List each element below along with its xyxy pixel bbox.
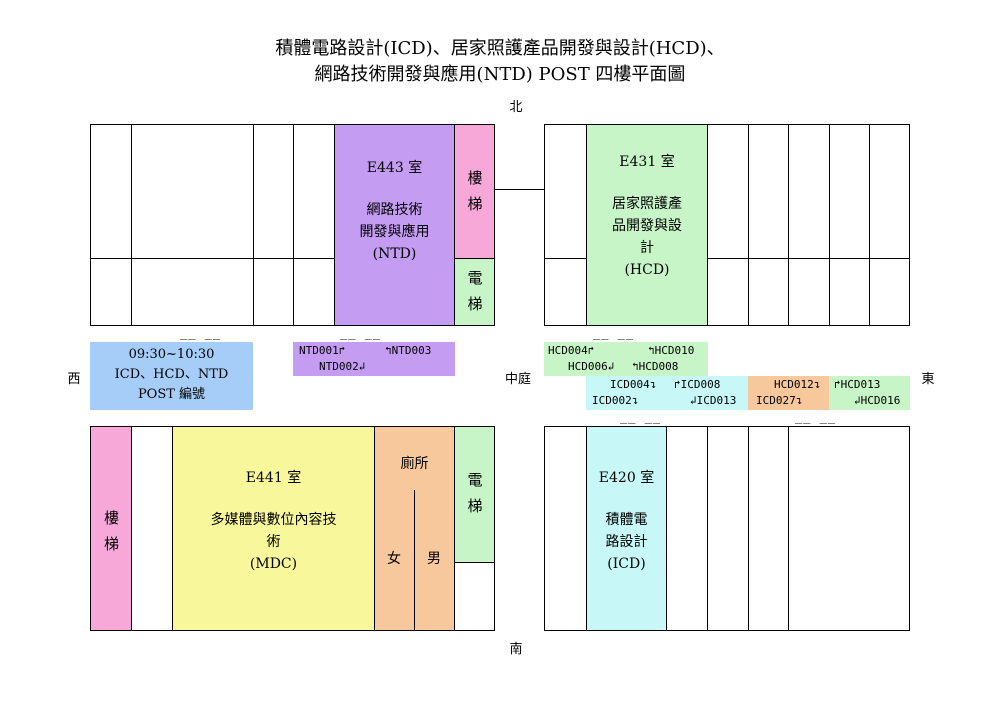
room-cell <box>869 124 910 326</box>
poster-label: ICD004↴ <box>610 378 657 391</box>
room-e431[interactable]: E431 室 居家照護產 品開發與設 計 (HCD) <box>586 124 708 326</box>
room-e420-line3: (ICD) <box>607 556 646 572</box>
stairs-south-label: 樓梯 <box>104 509 120 553</box>
elevator-south: 電梯 <box>454 426 495 563</box>
room-e431-line4: (HCD) <box>624 262 670 278</box>
west-label: 西 <box>67 372 81 387</box>
schedule-box: 09:30~10:30 ICD、HCD、NTD POST 編號 <box>90 342 253 410</box>
room-cell <box>788 124 830 326</box>
poster-label: ↰HCD010 <box>648 344 695 357</box>
room-cell <box>293 124 335 326</box>
room-e441-number: E441 室 <box>245 470 302 486</box>
door-marks: __ __ <box>340 326 382 340</box>
poster-label: HCD004↱ <box>548 344 595 357</box>
door-marks: __ __ <box>593 326 635 340</box>
stairs-south: 樓梯 <box>90 426 132 631</box>
icd-poster-band: ICD004↴ ↱ICD008 ICD002↴ ↲ICD013 <box>586 376 748 410</box>
room-e443-line2: 開發與應用 <box>359 224 430 240</box>
room-cell <box>748 124 789 326</box>
hcd-orange-poster-band <box>748 376 829 410</box>
poster-label: NTD001↱ <box>299 344 346 357</box>
room-cell <box>131 426 173 631</box>
room-e441-line3: (MDC) <box>249 556 298 572</box>
room-e443-number: E443 室 <box>366 160 423 176</box>
room-cell <box>454 562 495 631</box>
door-marks: __ __ <box>180 326 222 340</box>
room-e420-line2: 路設計 <box>605 534 648 550</box>
room-e420-number: E420 室 <box>598 470 655 486</box>
room-cell <box>253 124 294 326</box>
room-e431-line2: 品開發與設 <box>612 218 682 234</box>
poster-label: HCD006↲ <box>568 360 615 373</box>
room-e431-number: E431 室 <box>619 154 675 170</box>
room-e420[interactable]: E420 室 積體電 路設計 (ICD) <box>586 426 667 631</box>
poster-label: ICD002↴ <box>592 394 639 407</box>
title-line-2: 網路技術開發與應用(NTD) POST 四樓平面圖 <box>314 64 686 85</box>
room-cell <box>788 426 910 631</box>
room-cell <box>707 124 749 326</box>
room-cell <box>544 426 587 631</box>
poster-label: ↱ICD008 <box>674 378 721 391</box>
room-cell <box>707 426 749 631</box>
ntd-poster-band: NTD001↱ ↰NTD003 NTD002↲ <box>293 342 455 376</box>
male-label: 男 <box>427 551 441 567</box>
east-label: 東 <box>921 372 935 387</box>
room-e431-line1: 居家照護產 <box>612 196 682 212</box>
room-e441-line1: 多媒體與數位內容技 <box>210 512 337 528</box>
female-label: 女 <box>387 551 401 567</box>
south-label: 南 <box>509 642 523 657</box>
stairs-north: 樓梯 <box>454 124 495 259</box>
hcd-poster-band: HCD004↱ ↰HCD010 HCD006↲ ↰HCD008 <box>544 342 708 376</box>
elevator-south-label: 電梯 <box>467 471 483 515</box>
divider <box>707 258 910 259</box>
door-marks: __ __ <box>795 410 837 424</box>
room-e441-line2: 術 <box>266 534 281 550</box>
north-label: 北 <box>509 100 523 115</box>
poster-label: ICD027↴ <box>756 394 803 407</box>
schedule-groups: ICD、HCD、NTD <box>114 367 229 382</box>
connector-line <box>494 189 544 190</box>
room-e431-line3: 計 <box>640 240 654 256</box>
poster-label: ↲ICD013 <box>690 394 737 407</box>
poster-label: ↱HCD013 <box>834 378 881 391</box>
courtyard-label: 中庭 <box>505 372 532 387</box>
stairs-north-label: 樓梯 <box>467 169 483 213</box>
hcd-green-poster-band <box>829 376 910 410</box>
room-e441[interactable]: E441 室 多媒體與數位內容技 術 (MDC) <box>172 426 375 631</box>
schedule-label: POST 編號 <box>137 387 206 402</box>
room-cell <box>748 426 789 631</box>
room-cell <box>90 124 132 326</box>
room-e420-line1: 積體電 <box>605 512 648 528</box>
room-cell <box>131 124 254 326</box>
poster-label: NTD002↲ <box>319 360 366 373</box>
divider <box>544 258 587 259</box>
poster-label: HCD012↴ <box>774 378 821 391</box>
title-line-1: 積體電路設計(ICD)、居家照護產品開發與設計(HCD)、 <box>275 38 725 59</box>
room-e443-line1: 網路技術 <box>366 202 423 218</box>
elevator-north-label: 電梯 <box>467 269 483 313</box>
door-marks: __ __ <box>620 410 662 424</box>
hcd-east-labels: HCD012↴ ↱HCD013 ICD027↴ ↲HCD016 <box>748 376 910 410</box>
room-cell <box>666 426 708 631</box>
divider <box>90 258 334 259</box>
room-cell <box>544 124 587 326</box>
poster-label: ↰NTD003 <box>385 344 432 357</box>
room-cell <box>829 124 870 326</box>
schedule-time: 09:30~10:30 <box>128 347 215 362</box>
poster-label: ↰HCD008 <box>632 360 679 373</box>
room-e443-line3: (NTD) <box>372 246 417 262</box>
restroom-divider <box>414 490 415 631</box>
poster-label: ↲HCD016 <box>854 394 901 407</box>
elevator-north: 電梯 <box>454 258 495 326</box>
restroom-label: 廁所 <box>400 456 429 472</box>
room-e443[interactable]: E443 室 網路技術 開發與應用 (NTD) <box>334 124 455 326</box>
